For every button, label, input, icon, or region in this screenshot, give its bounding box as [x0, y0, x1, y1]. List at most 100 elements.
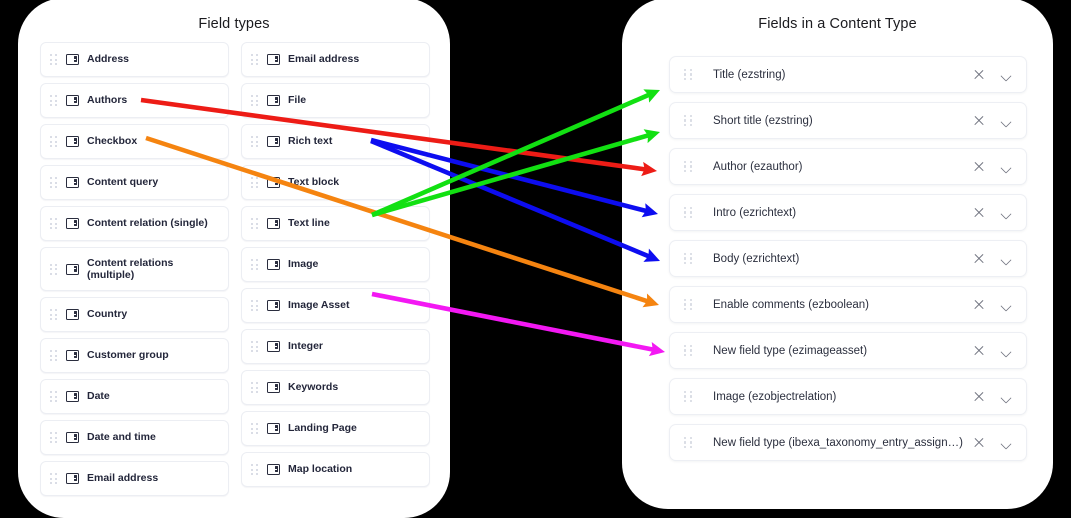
- drag-handle-icon[interactable]: [684, 69, 692, 80]
- drag-handle-icon[interactable]: [50, 54, 57, 65]
- drag-handle-icon[interactable]: [251, 300, 258, 311]
- close-icon[interactable]: [970, 342, 988, 360]
- drag-handle-icon[interactable]: [251, 423, 258, 434]
- close-icon[interactable]: [970, 388, 988, 406]
- field-type-card[interactable]: Email address: [40, 461, 229, 496]
- drag-handle-icon[interactable]: [251, 259, 258, 270]
- field-type-card[interactable]: Customer group: [40, 338, 229, 373]
- content-type-field-row[interactable]: Author (ezauthor): [669, 148, 1027, 185]
- drag-handle-icon[interactable]: [251, 54, 258, 65]
- field-type-card[interactable]: File: [241, 83, 430, 118]
- drag-handle-icon[interactable]: [50, 432, 57, 443]
- drag-handle-icon[interactable]: [50, 350, 57, 361]
- drag-handle-icon[interactable]: [684, 299, 692, 310]
- field-type-card[interactable]: Text line: [241, 206, 430, 241]
- content-type-field-row[interactable]: Title (ezstring): [669, 56, 1027, 93]
- field-type-icon: [66, 432, 79, 443]
- chevron-down-icon[interactable]: [998, 67, 1014, 83]
- drag-handle-icon[interactable]: [50, 263, 57, 275]
- field-type-card[interactable]: Content relation (single): [40, 206, 229, 241]
- drag-handle-icon[interactable]: [684, 345, 692, 356]
- content-type-field-row[interactable]: Short title (ezstring): [669, 102, 1027, 139]
- field-type-label: Integer: [288, 340, 324, 353]
- close-icon[interactable]: [970, 112, 988, 130]
- drag-handle-icon[interactable]: [50, 391, 57, 402]
- drag-handle-icon[interactable]: [251, 341, 258, 352]
- drag-handle-icon[interactable]: [684, 207, 692, 218]
- close-icon[interactable]: [970, 66, 988, 84]
- field-type-icon: [66, 309, 79, 320]
- content-type-field-row[interactable]: Enable comments (ezboolean): [669, 286, 1027, 323]
- field-type-card[interactable]: Date: [40, 379, 229, 414]
- content-type-fields-panel-title: Fields in a Content Type: [758, 16, 917, 32]
- drag-handle-icon[interactable]: [50, 136, 57, 147]
- drag-handle-icon[interactable]: [251, 95, 258, 106]
- content-type-field-row[interactable]: New field type (ezimageasset): [669, 332, 1027, 369]
- field-type-card[interactable]: Text block: [241, 165, 430, 200]
- content-type-field-row[interactable]: Body (ezrichtext): [669, 240, 1027, 277]
- drag-handle-icon[interactable]: [251, 382, 258, 393]
- drag-handle-icon[interactable]: [684, 391, 692, 402]
- drag-handle-icon[interactable]: [684, 253, 692, 264]
- field-type-card[interactable]: Content query: [40, 165, 229, 200]
- field-type-card[interactable]: Image Asset: [241, 288, 430, 323]
- field-type-card[interactable]: Map location: [241, 452, 430, 487]
- drag-handle-icon[interactable]: [50, 177, 57, 188]
- chevron-down-icon[interactable]: [998, 205, 1014, 221]
- field-type-icon: [267, 259, 280, 270]
- content-type-field-label: Intro (ezrichtext): [713, 206, 797, 219]
- chevron-down-icon[interactable]: [998, 389, 1014, 405]
- field-type-label: Customer group: [87, 349, 169, 362]
- field-type-icon: [267, 300, 280, 311]
- chevron-down-icon[interactable]: [998, 251, 1014, 267]
- field-type-card[interactable]: Checkbox: [40, 124, 229, 159]
- chevron-down-icon[interactable]: [998, 343, 1014, 359]
- field-type-label: Keywords: [288, 381, 339, 394]
- field-type-icon: [267, 54, 280, 65]
- chevron-down-icon[interactable]: [998, 297, 1014, 313]
- field-type-card[interactable]: Country: [40, 297, 229, 332]
- close-icon[interactable]: [970, 296, 988, 314]
- drag-handle-icon[interactable]: [50, 309, 57, 320]
- field-type-icon: [66, 473, 79, 484]
- close-icon[interactable]: [970, 204, 988, 222]
- drag-handle-icon[interactable]: [251, 218, 258, 229]
- drag-handle-icon[interactable]: [684, 161, 692, 172]
- field-type-card[interactable]: Email address: [241, 42, 430, 77]
- field-type-card[interactable]: Rich text: [241, 124, 430, 159]
- field-type-card[interactable]: Image: [241, 247, 430, 282]
- field-type-card[interactable]: Landing Page: [241, 411, 430, 446]
- chevron-down-icon[interactable]: [998, 435, 1014, 451]
- close-icon[interactable]: [970, 434, 988, 452]
- field-type-card[interactable]: Keywords: [241, 370, 430, 405]
- drag-handle-icon[interactable]: [251, 136, 258, 147]
- content-type-field-row[interactable]: Image (ezobjectrelation): [669, 378, 1027, 415]
- close-icon[interactable]: [970, 158, 988, 176]
- field-type-card[interactable]: Authors: [40, 83, 229, 118]
- drag-handle-icon[interactable]: [684, 437, 692, 448]
- field-type-card[interactable]: Date and time: [40, 420, 229, 455]
- content-type-field-label: Author (ezauthor): [713, 160, 803, 173]
- content-type-field-label: New field type (ezimageasset): [713, 344, 868, 357]
- drag-handle-icon[interactable]: [50, 473, 57, 484]
- chevron-down-icon[interactable]: [998, 113, 1014, 129]
- field-type-label: Text block: [288, 176, 340, 189]
- close-icon[interactable]: [970, 250, 988, 268]
- drag-handle-icon[interactable]: [50, 95, 57, 106]
- field-type-icon: [66, 350, 79, 361]
- content-type-field-row[interactable]: New field type (ibexa_taxonomy_entry_ass…: [669, 424, 1027, 461]
- drag-handle-icon[interactable]: [251, 177, 258, 188]
- field-type-card[interactable]: Content relations (multiple): [40, 247, 229, 291]
- field-type-card[interactable]: Integer: [241, 329, 430, 364]
- drag-handle-icon[interactable]: [251, 464, 258, 475]
- drag-handle-icon[interactable]: [50, 218, 57, 229]
- field-type-label: Text line: [288, 217, 330, 230]
- field-type-label: Image: [288, 258, 319, 271]
- drag-handle-icon[interactable]: [684, 115, 692, 126]
- field-type-card[interactable]: Address: [40, 42, 229, 77]
- content-type-field-label: Enable comments (ezboolean): [713, 298, 869, 311]
- content-type-field-row[interactable]: Intro (ezrichtext): [669, 194, 1027, 231]
- field-type-label: Image Asset: [288, 299, 350, 312]
- chevron-down-icon[interactable]: [998, 159, 1014, 175]
